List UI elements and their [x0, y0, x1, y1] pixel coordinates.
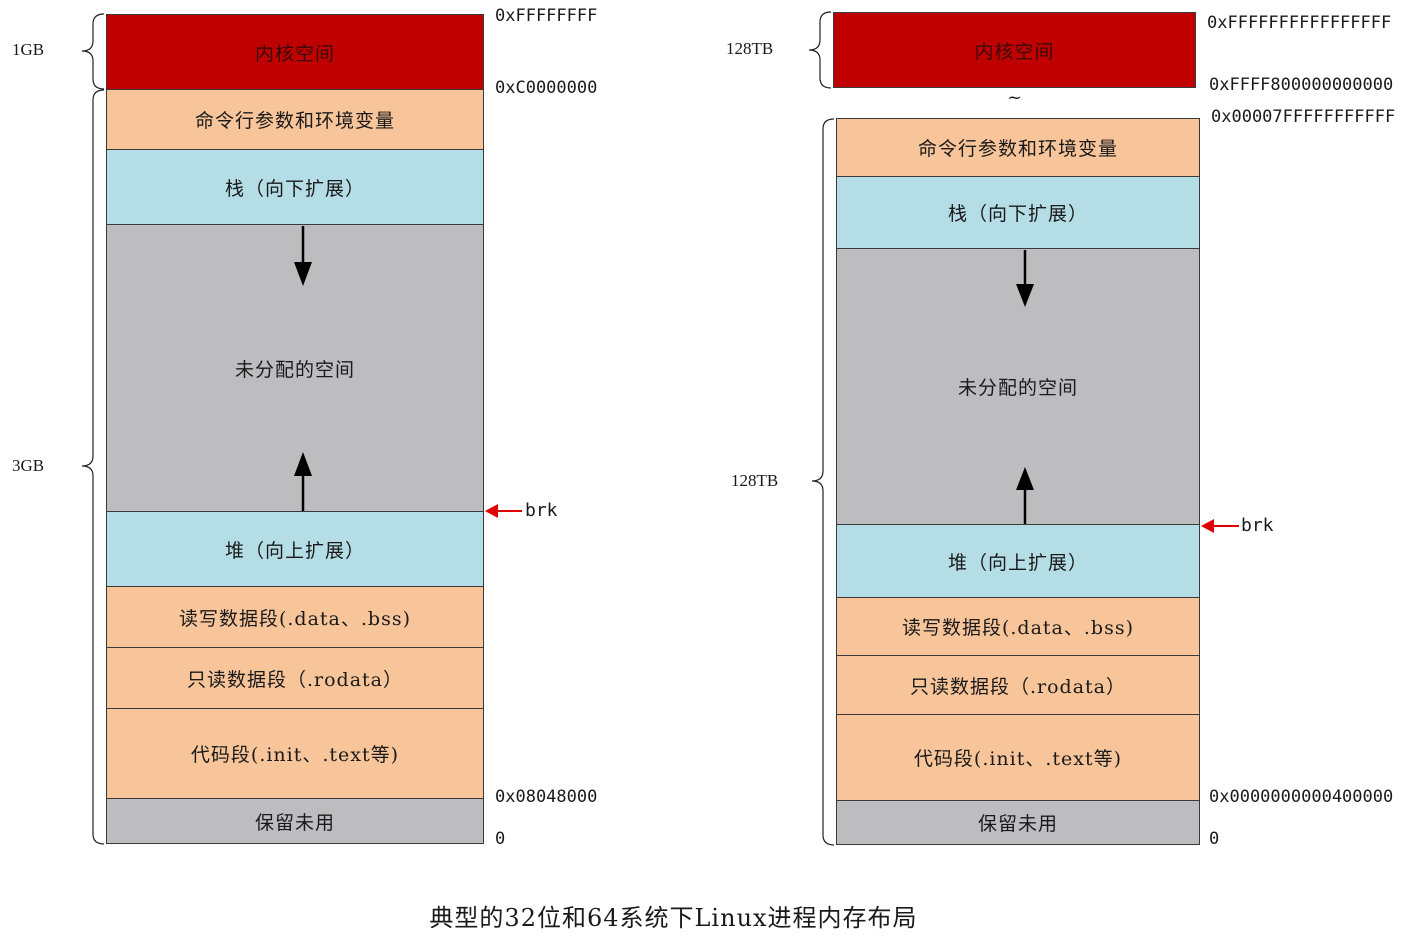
left-unallocated-label: 未分配的空间: [234, 358, 355, 381]
right-rw-data-label: 读写数据段(.data、.bss): [901, 617, 1135, 639]
right-reserved-label: 保留未用: [977, 813, 1058, 835]
right-unallocated-segment: 未分配的空间: [836, 248, 1200, 525]
left-heap-label: 堆（向上扩展）: [224, 539, 365, 562]
left-rw-data-label: 读写数据段(.data、.bss): [178, 607, 412, 630]
left-brace-user: [81, 89, 105, 845]
right-code-segment: 代码段(.init、.text等): [836, 714, 1200, 801]
left-reserved-label: 保留未用: [254, 811, 335, 834]
left-addr-zero: 0: [495, 829, 506, 849]
left-reserved-segment: 保留未用: [106, 798, 484, 844]
right-size-user: 128TB: [731, 471, 779, 490]
left-ro-data-segment: 只读数据段（.rodata）: [106, 647, 484, 709]
left-stack-segment: 栈（向下扩展）: [106, 149, 484, 225]
right-reserved-segment: 保留未用: [836, 800, 1200, 845]
right-heap-label: 堆（向上扩展）: [947, 551, 1088, 574]
left-addr-top: 0xFFFFFFFF: [495, 6, 598, 26]
right-args-env-segment: 命令行参数和环境变量: [836, 118, 1200, 177]
left-brk-arrow: [485, 504, 522, 518]
left-size-kernel: 1GB: [12, 40, 45, 59]
right-brace-user: [811, 118, 835, 846]
right-size-kernel: 128TB: [726, 39, 774, 58]
right-ro-data-segment: 只读数据段（.rodata）: [836, 655, 1200, 715]
left-kernel-space: 内核空间: [106, 14, 484, 90]
right-stack-label: 栈（向下扩展）: [947, 203, 1088, 225]
left-brk-label: brk: [525, 500, 558, 521]
right-brace-kernel: [808, 11, 832, 89]
right-brk-arrow: [1201, 519, 1239, 533]
right-addr-top: 0xFFFFFFFFFFFFFFFF: [1207, 13, 1392, 33]
right-heap-up-arrow: [1016, 467, 1034, 524]
right-kernel-label: 内核空间: [974, 40, 1055, 63]
right-addr-code-start: 0x0000000000400000: [1209, 787, 1394, 807]
right-addr-zero: 0: [1209, 829, 1220, 849]
right-stack-down-arrow: [1016, 250, 1034, 307]
left-args-env-label: 命令行参数和环境变量: [194, 110, 395, 132]
left-ro-data-label: 只读数据段（.rodata）: [186, 668, 403, 691]
right-addr-user-top: 0x00007FFFFFFFFFFF: [1211, 107, 1396, 127]
right-brk-label: brk: [1241, 515, 1274, 536]
left-kernel-label: 内核空间: [254, 42, 335, 65]
right-code-label: 代码段(.init、.text等): [913, 748, 1123, 770]
left-heap-up-arrow: [294, 452, 312, 511]
left-size-user: 3GB: [12, 456, 45, 475]
right-kernel-space: 内核空间: [833, 12, 1196, 88]
right-stack-segment: 栈（向下扩展）: [836, 176, 1200, 249]
left-brace-kernel: [81, 13, 105, 90]
diagram-caption: 典型的32位和64系统下Linux进程内存布局: [429, 904, 918, 932]
left-addr-kernel-base: 0xC0000000: [495, 78, 598, 98]
left-rw-data-segment: 读写数据段(.data、.bss): [106, 586, 484, 648]
right-args-env-label: 命令行参数和环境变量: [917, 138, 1118, 160]
left-stack-label: 栈（向下扩展）: [224, 177, 365, 200]
right-gap-mark: ~: [1007, 87, 1023, 108]
left-code-label: 代码段(.init、.text等): [190, 744, 400, 766]
left-stack-down-arrow: [294, 226, 312, 286]
right-addr-kernel-base: 0xFFFF800000000000: [1209, 75, 1394, 95]
left-heap-segment: 堆（向上扩展）: [106, 511, 484, 587]
left-addr-code-start: 0x08048000: [495, 787, 598, 807]
right-unallocated-label: 未分配的空间: [957, 377, 1078, 399]
right-rw-data-segment: 读写数据段(.data、.bss): [836, 597, 1200, 656]
right-ro-data-label: 只读数据段（.rodata）: [909, 675, 1126, 698]
left-code-segment: 代码段(.init、.text等): [106, 708, 484, 799]
